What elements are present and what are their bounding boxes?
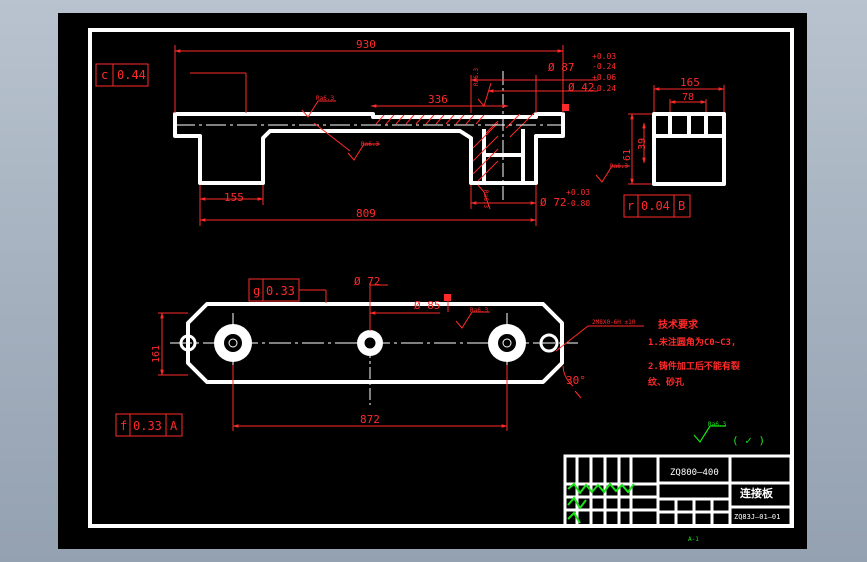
- rough-4: Ra6.3: [610, 163, 628, 170]
- notes-line-1: 1.未注圆角为C0~C3,: [648, 336, 736, 348]
- chamfer-note: 2M8X0-6H ±10: [592, 319, 636, 326]
- boss-bore: [482, 129, 525, 183]
- revision-note: A-1: [688, 536, 699, 543]
- hole-end-left: [179, 334, 197, 352]
- datum-marker-plan: [444, 294, 451, 301]
- dim-872: 872: [360, 413, 380, 426]
- fcf-c-symbol: c: [101, 68, 108, 82]
- fcf-r-datum: B: [678, 199, 685, 213]
- dia-85: Ø 85: [414, 299, 441, 312]
- drawing-canvas: 930 336 809 155 Ø 87 +0.03 -0.24 Ø 42 +0…: [58, 13, 807, 549]
- fcf-c-value: 0.44: [117, 68, 146, 82]
- section-hatching: [375, 112, 535, 182]
- side-view: 165 78 61 39: [622, 76, 726, 186]
- fcf-g-symbol: g: [253, 284, 260, 298]
- drawing-border: [88, 28, 794, 528]
- dim-78: 78: [682, 92, 694, 103]
- part-outline-top: [173, 112, 565, 185]
- tol-42-dn: -0.24: [592, 84, 616, 93]
- dim-930: 930: [356, 38, 376, 51]
- notes-title: 技术要求: [658, 318, 699, 331]
- dia-72-plan: Ø 72: [354, 275, 381, 288]
- angle-30: 30°: [566, 374, 586, 387]
- tol-87-up: +0.03: [592, 52, 616, 61]
- side-view-ribs: [654, 114, 724, 138]
- drawing-code: ZQ800—400: [670, 468, 719, 478]
- fcf-r: [623, 194, 691, 218]
- notes-line-3: 纹、砂孔: [648, 376, 684, 388]
- fcf-f-datum: A: [170, 419, 178, 433]
- notes-line-2: 2.铸件加工后不能有裂: [648, 360, 740, 372]
- fcf-f-symbol: f: [120, 419, 127, 433]
- dia-87: Ø 87: [548, 61, 575, 74]
- tol-72-up: +0.03: [566, 188, 590, 197]
- dim-809: 809: [356, 207, 376, 220]
- dia-72: Ø 72: [540, 196, 567, 209]
- part-name: 连接板: [740, 486, 774, 500]
- rough-1: Ra6.3: [316, 95, 334, 102]
- fcf-f-value: 0.33: [133, 419, 162, 433]
- tol-87-dn: -0.24: [592, 62, 616, 71]
- finish-symbol: Ra6.3: [708, 421, 726, 428]
- general-finish: Ra6.3 ( ✓ ): [693, 421, 765, 447]
- fcf-f: [115, 413, 183, 437]
- dia-42: Ø 42: [568, 81, 595, 94]
- dim-161: 161: [151, 345, 162, 363]
- datum-marker: [562, 104, 569, 111]
- dim-336: 336: [428, 93, 448, 106]
- fcf-r-value: 0.04: [641, 199, 670, 213]
- fcf-g-value: 0.33: [266, 284, 295, 298]
- dim-61: 61: [622, 149, 633, 161]
- rough-3: Ra6.3: [473, 68, 480, 86]
- dim-39: 39: [637, 138, 648, 150]
- cad-drawing: 930 336 809 155 Ø 87 +0.03 -0.24 Ø 42 +0…: [88, 28, 794, 543]
- rough-5: Ra6.3: [482, 190, 489, 208]
- fcf-c: [95, 63, 149, 87]
- plan-view: 161 872 Ø 72 Ø 85 Ra6.3 2M8X0-6H ±10 30°…: [115, 275, 644, 437]
- plan-outline: [186, 302, 564, 384]
- top-section-view: 930 336 809 155 Ø 87 +0.03 -0.24 Ø 42 +0…: [95, 38, 691, 226]
- hole-end-right: [539, 333, 559, 353]
- drawing-number: ZQ83J—01—01: [734, 513, 780, 521]
- tol-42-up: +0.06: [592, 73, 616, 82]
- fcf-r-symbol: r: [627, 199, 634, 213]
- technical-notes: 技术要求 1.未注圆角为C0~C3, 2.铸件加工后不能有裂 纹、砂孔: [648, 318, 740, 388]
- rough-2: Ra6.3: [361, 141, 379, 148]
- dim-155: 155: [224, 191, 244, 204]
- tol-72-dn: -0.80: [566, 199, 590, 208]
- title-block: ZQ800—400 连接板 ZQ83J—01—01 A-1: [563, 454, 793, 543]
- dim-165: 165: [680, 76, 700, 89]
- rough-plan: Ra6.3: [470, 307, 488, 314]
- finish-bracket: ( ✓ ): [732, 434, 765, 447]
